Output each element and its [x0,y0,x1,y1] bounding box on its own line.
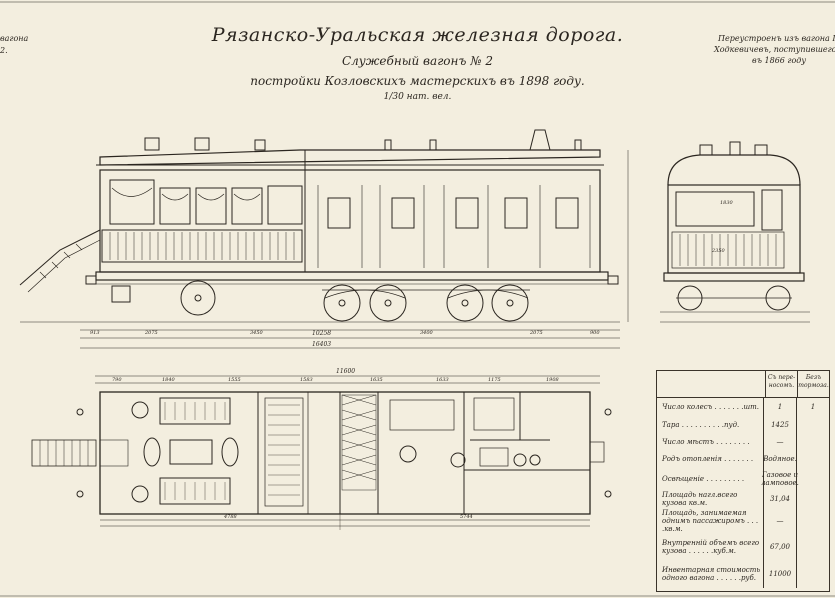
side-seg-dim-3: 3450 [250,330,264,336]
plan-top-dim-2: 1840 [162,377,176,383]
side-seg-dim-4: 3400 [420,330,434,336]
spec-row-label: Площадь нагл.всего кузова кв.м. [662,491,738,507]
spec-table-row: Площадь, занимаемая однимъ пассажиромъ .… [657,508,829,534]
spec-row-label: Родъ отопленія . . . . . . . [662,455,754,463]
spec-row-value-2 [796,490,829,508]
spec-row-value-1: 11000 [763,560,796,588]
spec-row-label: Внутренній объемъ всего кузова . . . . .… [662,539,760,555]
spec-col-header-2: Безъ тормоза. [797,371,829,397]
spec-row-value-1: — [763,434,796,450]
side-total-dim-2: 16403 [312,341,331,348]
spec-row-label: Инвентарная стоимость одного вагона . . … [662,566,761,582]
spec-row-value-1: Водяное. [763,450,797,468]
spec-row-value-1: 1425 [763,416,796,434]
spec-row-value-1: Газовое и ламповое. [761,468,799,490]
drawing-subtitle-built: постройки Козловскихъ мастерскихъ въ 189… [250,74,585,88]
spec-row-value-1: 1 [763,398,796,416]
spec-row-label: Тара . . . . . . . . . .пуд. [662,421,740,429]
corner-note-right-1: Переустроенъ изъ вагона III кл. [718,34,835,43]
end-elevation-view [660,141,810,323]
spec-row-value-2 [796,450,829,468]
plan-top-dim-3: 1555 [228,377,241,383]
side-seg-dim-6: 900 [590,330,600,336]
spec-row-value-2 [796,416,829,434]
spec-row-label: Число мѣстъ . . . . . . . . [662,438,750,446]
spec-table-row: Тара . . . . . . . . . .пуд. 1425 [657,416,829,434]
corner-note-left-2: 2. [0,46,8,55]
spec-row-value-2 [796,434,829,450]
spec-row-value-2 [796,534,829,560]
spec-row-value-2 [796,508,829,534]
plan-top-dim-8: 1908 [546,377,559,383]
corner-note-right-3: въ 1866 году [752,56,807,65]
side-seg-dim-1: 913 [90,330,100,336]
spec-row-value-2: 1 [796,398,829,416]
plan-overall-dim: 11600 [336,368,355,375]
plan-top-dim-4: 1583 [300,377,313,383]
plan-top-dim-7: 1175 [488,377,501,383]
side-seg-dim-2: 2075 [144,330,158,336]
plan-top-dim-5: 1635 [370,377,383,383]
spec-table-row: Освѣщеніе . . . . . . . . . Газовое и лам… [657,468,829,490]
spec-col-header-1: Съ пере-носомъ. [765,371,797,397]
spec-row-value-2 [796,560,829,588]
spec-table-header: Съ пере-носомъ. Безъ тормоза. [657,371,829,398]
spec-table-row: Площадь нагл.всего кузова кв.м. 31,04 [657,490,829,508]
side-elevation-view [19,129,629,349]
end-dim-1: 1830 [720,200,734,206]
drawing-subtitle-car: Служебный вагонъ № 2 [341,54,494,68]
end-dim-2: 2350 [711,248,726,254]
drawing-title: Рязанско-Уральская железная дорога. [211,24,624,46]
spec-row-value-1: — [763,508,796,534]
spec-row-label: Освѣщеніе . . . . . . . . . [662,475,745,483]
plan-bottom-dim-1: 4788 [223,514,237,520]
side-seg-dim-5: 2075 [529,330,543,336]
spec-table-row: Число мѣстъ . . . . . . . . — [657,434,829,450]
spec-row-label: Число колесъ . . . . . . .шт. [662,403,759,411]
spec-row-label: Площадь, занимаемая однимъ пассажиромъ .… [662,509,759,533]
spec-table-row: Инвентарная стоимость одного вагона . . … [657,560,829,588]
drawing-scale: 1/30 нат. вел. [383,92,452,102]
plan-top-dim-1: 790 [112,377,122,383]
spec-row-value-1: 31,04 [763,490,796,508]
spec-table-row: Внутренній объемъ всего кузова . . . . .… [657,534,829,560]
plan-view [31,375,612,530]
plan-bottom-dim-2: 5744 [460,514,473,520]
spec-row-value-2 [796,468,829,490]
specification-table: Съ пере-носомъ. Безъ тормоза. Число коле… [656,370,830,592]
side-total-dim-1: 10258 [312,330,331,337]
plan-top-dim-6: 1633 [436,377,449,383]
corner-note-right-2: Ходкевичевъ, поступившего [714,45,835,54]
corner-note-left-1: вагона [0,34,29,43]
spec-row-value-1: 67,00 [763,534,796,560]
spec-table-row: Родъ отопленія . . . . . . . Водяное. [657,450,829,468]
